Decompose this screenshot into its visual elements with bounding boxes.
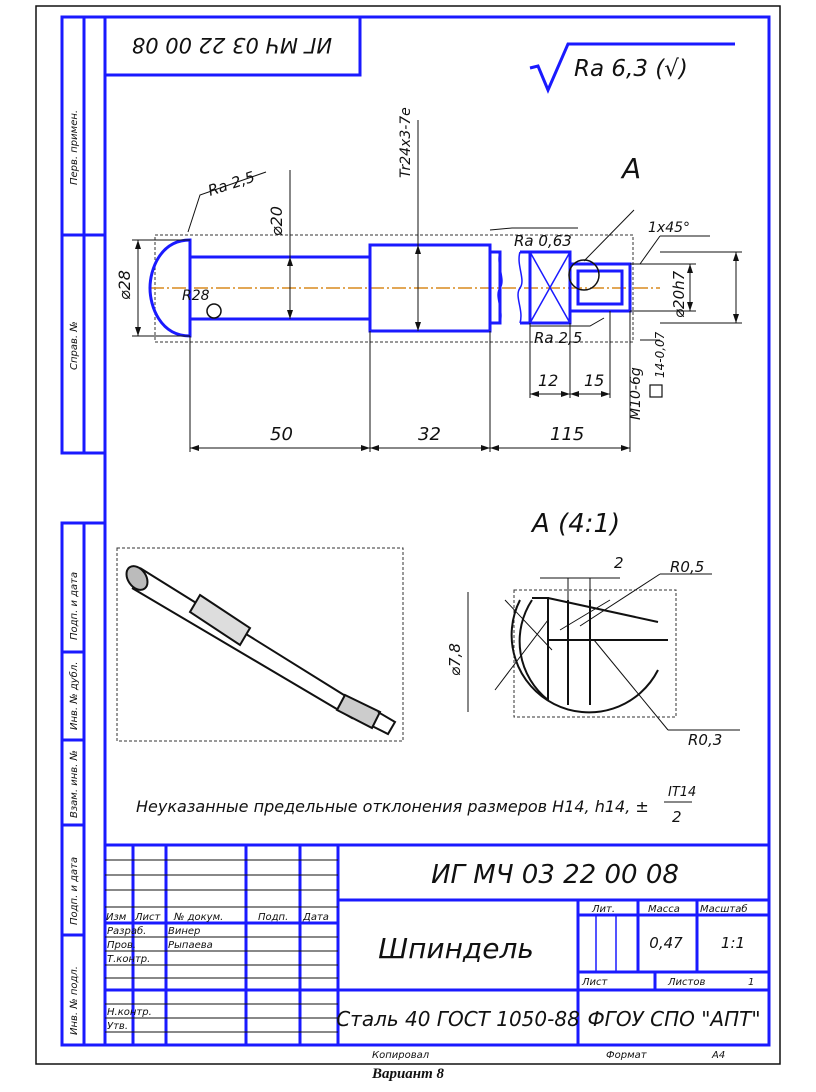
svg-text:Пров.: Пров. (107, 940, 136, 951)
dim-115: 115 (550, 424, 584, 445)
roughness-lower: Ra 2,5 (534, 329, 582, 347)
strip-perv-primen: Перв. примен. (69, 110, 80, 185)
svg-text:Т.контр.: Т.контр. (107, 954, 150, 965)
strip-podp-data-2: Подп. и дата (69, 857, 80, 925)
detail-r05: R0,5 (670, 558, 704, 576)
svg-text:Неуказанные предельные отклоне: Неуказанные предельные отклонения размер… (136, 797, 649, 816)
dim-m10: M10-6g (628, 367, 644, 420)
svg-text:Винер: Винер (168, 926, 200, 937)
title-block-thin-lines (105, 859, 338, 1033)
roughness-head: Ra 2,5 (206, 168, 257, 200)
collar (368, 243, 492, 333)
square-symbol-icon (649, 384, 663, 398)
dim-15: 15 (584, 371, 604, 390)
dimension-labels: ⌀28 ⌀20 Tr24x3-7e R28 50 32 115 12 15 1x… (115, 107, 690, 445)
svg-text:№ докум.: № докум. (173, 912, 223, 923)
strip-inv-dubl: Инв. № дубл. (68, 662, 80, 730)
general-roughness: Ra 6,3 (√) (529, 42, 735, 94)
detail-dim-2: 2 (614, 554, 624, 572)
tb-designation: ИГ МЧ 03 22 00 08 (431, 860, 679, 890)
svg-text:Рыпаева: Рыпаева (168, 940, 213, 951)
tb-sheets: Листов (667, 977, 705, 988)
left-strip-labels: Перв. примен. Справ. № Подп. и дата Инв.… (68, 110, 80, 1035)
roughness-neck: Ra 0,63 (514, 232, 572, 250)
detail-d78: ⌀7,8 (446, 643, 464, 676)
dim-r28: R28 (182, 288, 210, 304)
detail-r03: R0,3 (688, 731, 722, 749)
variant-caption: Вариант 8 (371, 1066, 445, 1082)
tb-sheet: Лист (581, 977, 609, 988)
dim-chamfer: 1x45° (648, 220, 690, 236)
svg-text:Н.контр.: Н.контр. (107, 1007, 152, 1018)
tb-mass: 0,47 (649, 934, 683, 952)
svg-text:Ra 6,3 (√): Ra 6,3 (√) (574, 56, 688, 82)
dim-square: 14-0,07 (653, 331, 667, 378)
shaft-head (148, 238, 192, 338)
main-dimensions (132, 120, 742, 452)
isometric-view (116, 547, 404, 742)
tb-material: Сталь 40 ГОСТ 1050-88 (336, 1007, 580, 1031)
tb-format-label: Формат (606, 1050, 648, 1061)
inner-frame (60, 15, 771, 1047)
tolerance-numerator: IT14 (668, 785, 696, 800)
svg-text:Дата: Дата (302, 912, 329, 923)
tb-copied: Копировал (372, 1050, 430, 1061)
tb-col-scale: Масштаб (700, 903, 748, 915)
svg-text:Утв.: Утв. (107, 1021, 128, 1032)
tolerance-note: Неуказанные предельные отклонения размер… (136, 785, 696, 826)
svg-text:Лист: Лист (134, 912, 162, 923)
sheet-border (35, 5, 781, 1065)
dim-32: 32 (418, 424, 441, 445)
strip-inv-podl: Инв. № подл. (69, 966, 80, 1035)
tb-part-name: Шпиндель (378, 932, 534, 965)
tb-scale: 1:1 (721, 934, 745, 952)
tb-col-lit: Лит. (591, 904, 615, 915)
arrows (135, 240, 739, 451)
svg-text:Изм: Изм (106, 912, 127, 923)
svg-text:Подп.: Подп. (258, 912, 288, 923)
dim-50: 50 (270, 424, 293, 445)
dim-d28: ⌀28 (115, 270, 134, 300)
section-label-a: А (620, 152, 641, 185)
corner-code: ИГ МЧ 03 22 00 08 (132, 33, 332, 57)
detail-label: А (4:1) (530, 509, 620, 539)
tb-format-value: А4 (711, 1050, 725, 1061)
detail-view: А (4:1) 2 R0,5 R0,3 ⌀7,8 (446, 509, 740, 749)
title-block-text: ИГ МЧ 03 22 00 08 Шпиндель Сталь 40 ГОСТ… (106, 860, 761, 1061)
tb-organization: ФГОУ СПО "АПТ" (587, 1007, 760, 1031)
dim-thread: Tr24x3-7e (398, 107, 414, 178)
title-block (103, 843, 771, 1047)
dim-d20h7: ⌀20h7 (670, 270, 688, 318)
strip-podp-data-1: Подп. и дата (69, 572, 80, 640)
strip-sprav: Справ. № (69, 321, 80, 370)
tb-sheets-value: 1 (748, 977, 754, 988)
dim-12: 12 (538, 371, 558, 390)
dim-d20: ⌀20 (267, 206, 286, 236)
tb-col-mass: Масса (648, 904, 680, 915)
svg-text:Разраб.: Разраб. (107, 925, 146, 937)
shaft-main-view: А (148, 152, 660, 343)
strip-vzam-inv: Взам. инв. № (69, 750, 80, 818)
tolerance-denominator: 2 (672, 808, 682, 826)
